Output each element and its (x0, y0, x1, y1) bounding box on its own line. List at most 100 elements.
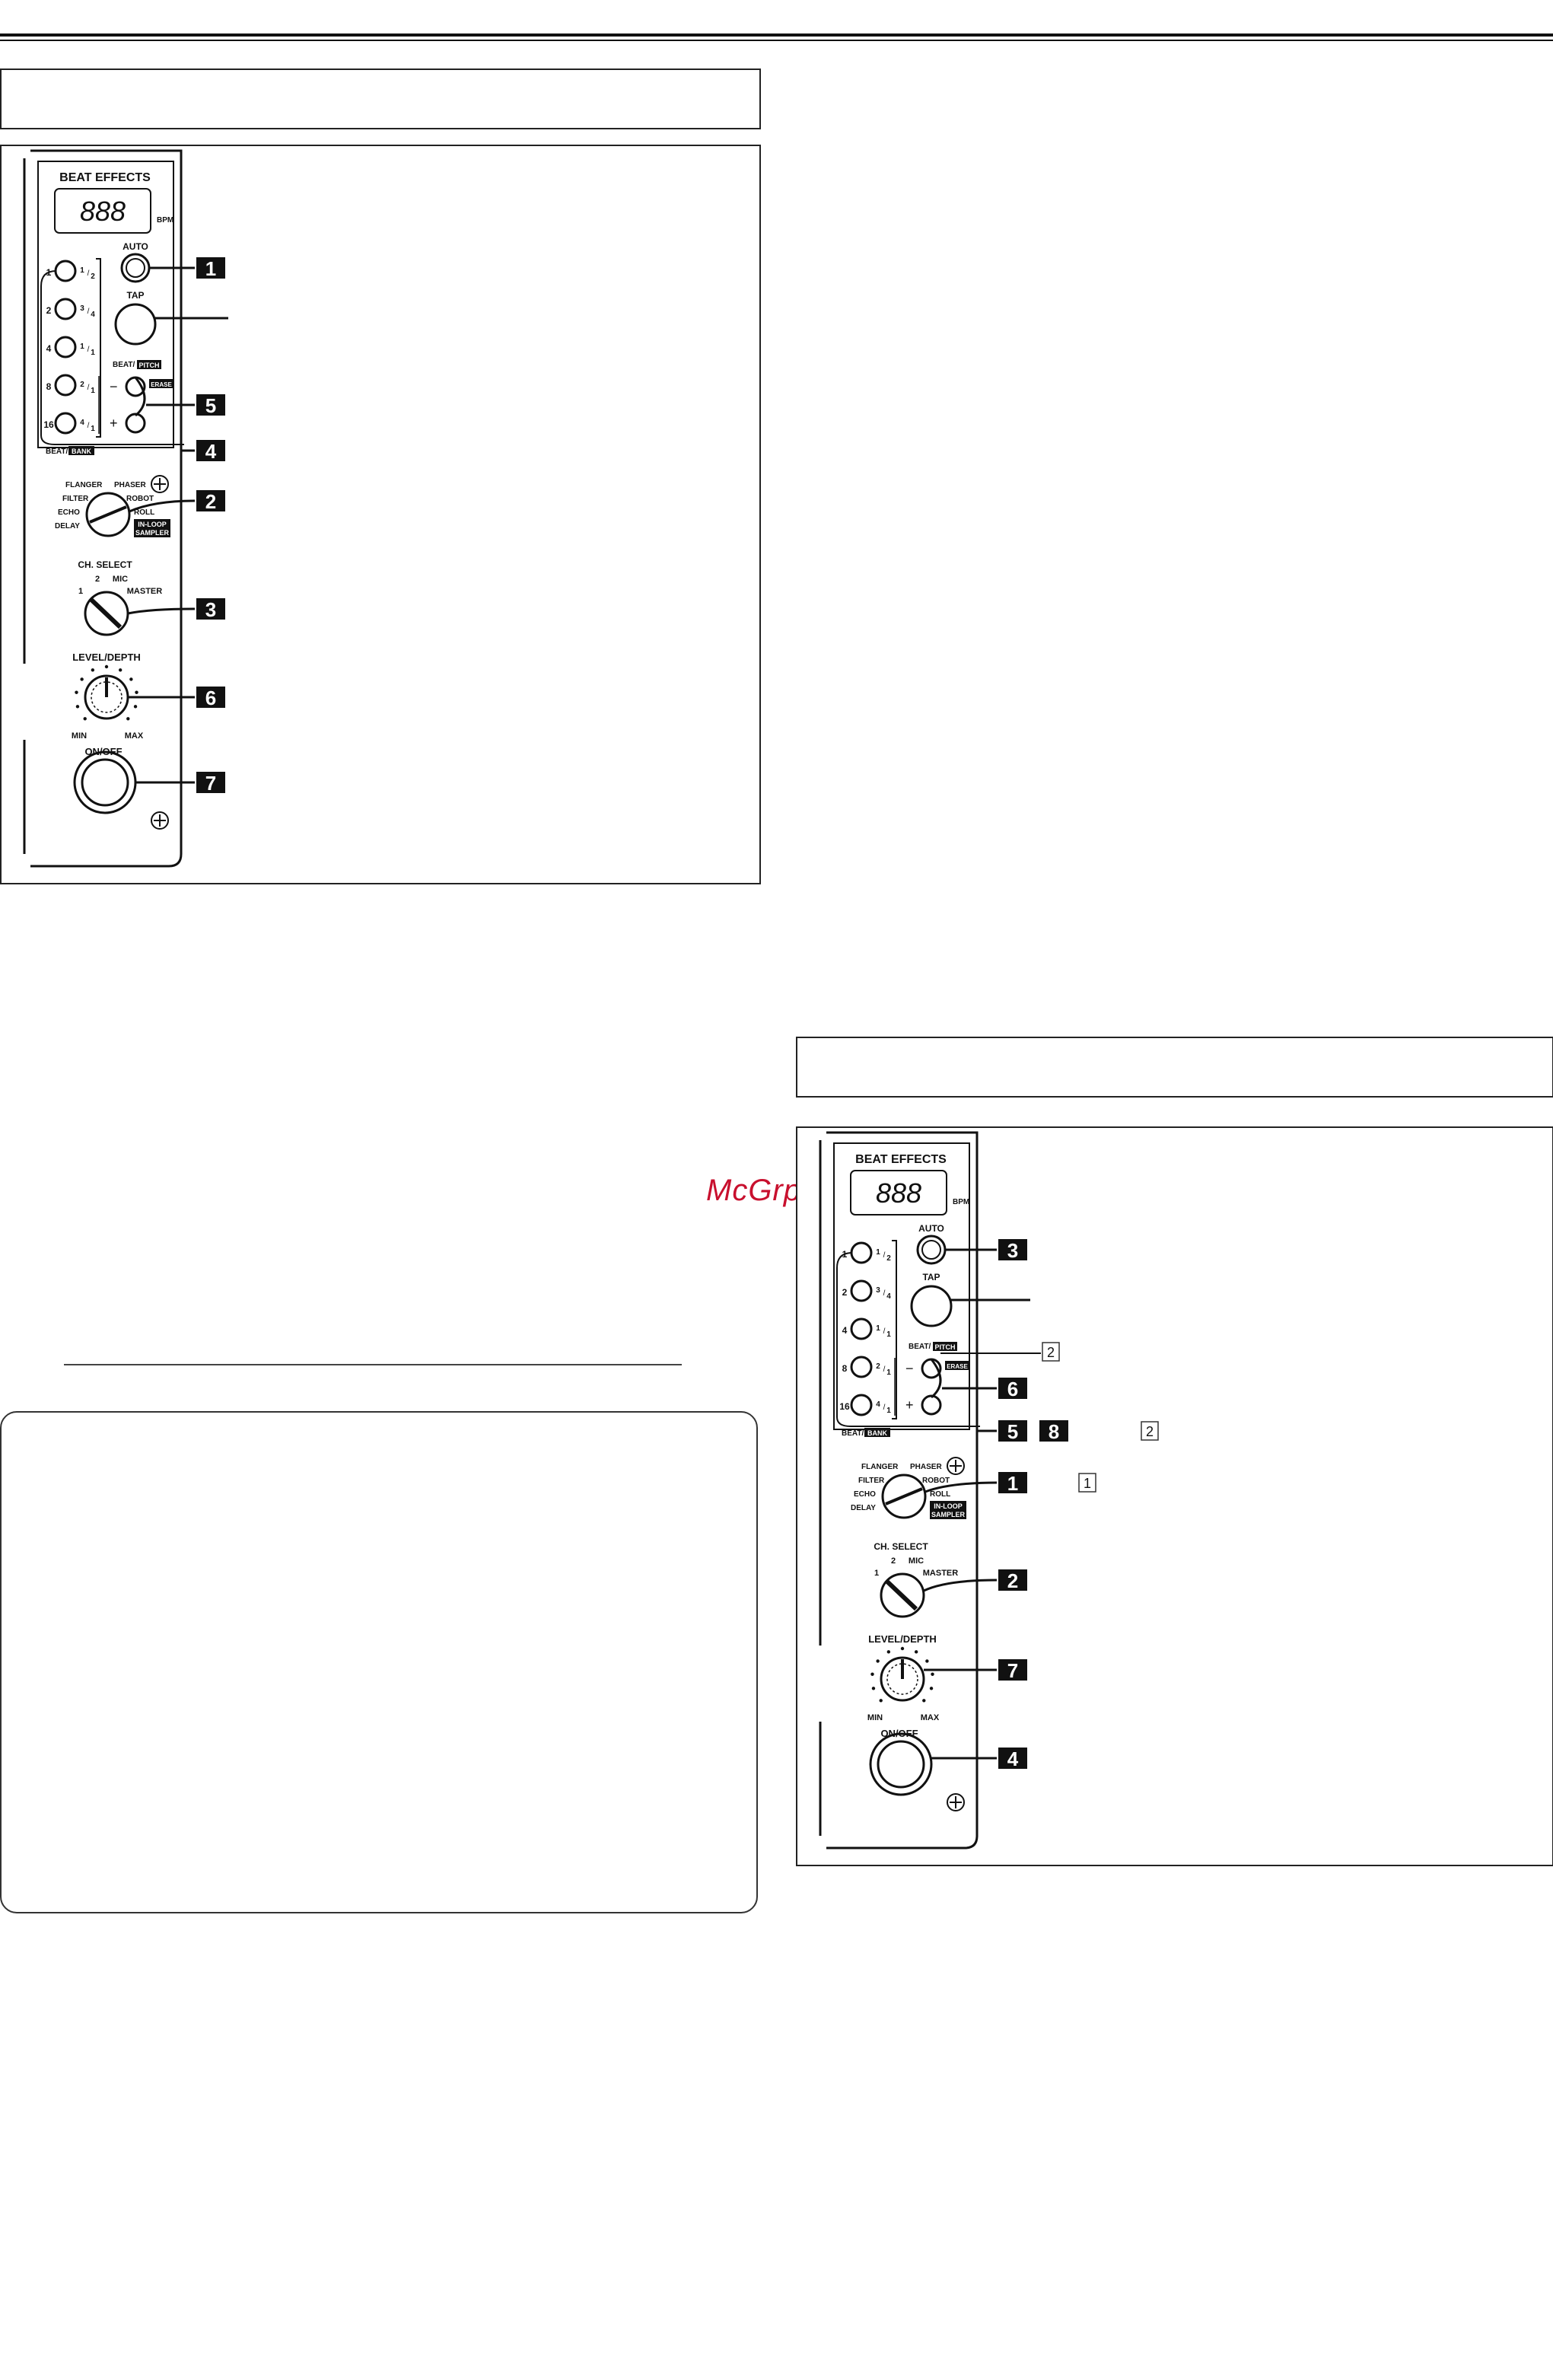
beat-effects-title: BEAT EFFECTS (855, 1153, 947, 1166)
beat-bank-label: BEAT/ (842, 1429, 864, 1438)
plus-button (921, 1394, 942, 1416)
bank-tag (864, 1428, 890, 1437)
beat-button-1 (850, 1241, 873, 1264)
separator-rule (64, 1364, 682, 1365)
panel-screw-upper-cross (154, 478, 166, 490)
callout-badge-4 (196, 440, 225, 461)
beat-number-8: 8 (46, 381, 52, 392)
minus-label: − (110, 379, 118, 394)
fraction-slash-3: / (88, 346, 90, 354)
beat-bank-link (40, 270, 184, 445)
panel-screw-lower (151, 811, 169, 830)
bank-tag-text: BANK (72, 448, 91, 455)
beat-button-4 (54, 374, 77, 397)
plus-button (125, 413, 146, 434)
effect-roll: ROLL (134, 508, 154, 517)
effect-echo: ECHO (58, 508, 80, 517)
panel-screw-upper-cross (950, 1460, 962, 1472)
callout-badge-7 (196, 772, 225, 793)
fraction-den-2: 4 (91, 311, 95, 319)
fraction-slash-1: / (883, 1251, 886, 1260)
fraction-den-4: 1 (91, 387, 95, 395)
effect-roll: ROLL (930, 1490, 950, 1499)
level-tick (925, 1659, 929, 1663)
beat-effects-frame (37, 161, 174, 448)
panel-screw-lower (947, 1793, 965, 1811)
ch-master-label: MASTER (923, 1569, 959, 1578)
fraction-num-1: 1 (80, 266, 84, 275)
callout-leader-2 (923, 1579, 998, 1592)
panel-outline (30, 149, 183, 868)
level-depth-knurl (886, 1663, 918, 1695)
fraction-slash-4: / (883, 1365, 886, 1374)
effect-flanger: FLANGER (65, 481, 103, 489)
fraction-num-4: 2 (876, 1362, 880, 1371)
max-label: MAX (125, 731, 144, 741)
callout-number-4: 4 (1007, 1748, 1019, 1770)
callout-leader-3 (127, 607, 196, 615)
beat-effects-frame (833, 1142, 970, 1430)
fraction-den-3: 1 (886, 1330, 891, 1339)
step-ref-box-2 (1042, 1342, 1060, 1362)
beat-button-5 (850, 1394, 873, 1416)
fraction-den-4: 1 (886, 1368, 891, 1377)
effect-robot: ROBOT (922, 1477, 950, 1485)
sampler-tag-text: SAMPLER (931, 1511, 966, 1518)
level-tick (876, 1659, 880, 1663)
tap-label: TAP (126, 290, 144, 301)
effect-filter: FILTER (62, 495, 89, 503)
auto-label: AUTO (918, 1223, 944, 1234)
panel-outline (826, 1131, 979, 1850)
bpm-display (850, 1170, 947, 1215)
fraction-slash-5: / (88, 422, 90, 430)
beat-number-2: 2 (842, 1287, 848, 1298)
effect-filter: FILTER (858, 1477, 885, 1485)
panel-screw-upper (151, 475, 169, 493)
callout-leader-1 (924, 1481, 998, 1493)
top-rule-thin (0, 40, 1553, 41)
level-tick (900, 1646, 905, 1651)
auto-label: AUTO (123, 241, 148, 252)
beat-button-5 (54, 412, 77, 435)
beat-number-16: 16 (43, 419, 54, 430)
callout-leader-5 (134, 377, 195, 417)
step-ref-box-2 (1141, 1421, 1159, 1441)
beat-bank-link (836, 1252, 980, 1427)
bpm-digits: 888 (80, 196, 126, 227)
level-depth-knob (880, 1656, 925, 1702)
callout-number-6: 6 (205, 687, 216, 709)
bank-tag (68, 446, 94, 455)
callout-badge-1 (998, 1472, 1027, 1493)
level-depth-label: LEVEL/DEPTH (72, 652, 141, 663)
ch-2-label: 2 (95, 575, 100, 584)
level-tick (118, 668, 123, 672)
section-header-box-left (0, 69, 761, 129)
ch-1-label: 1 (78, 587, 83, 596)
fraction-slash-2: / (883, 1289, 886, 1298)
tap-label: TAP (922, 1272, 940, 1282)
level-tick (75, 690, 78, 694)
panel-screw-lower-cross (154, 814, 166, 827)
ch-select-knob (880, 1572, 925, 1618)
beat-pitch-label: BEAT/ (909, 1343, 931, 1351)
auto-button-inner (126, 258, 145, 278)
level-tick (83, 717, 87, 721)
effect-phaser: PHASER (114, 481, 146, 489)
level-tick (870, 1672, 874, 1676)
ch-1-label: 1 (874, 1569, 879, 1578)
bank-tag-text: BANK (867, 1429, 887, 1437)
beat-button-1 (54, 260, 77, 282)
beat-bracket (96, 258, 101, 438)
beat-number-2: 2 (46, 305, 52, 316)
callout-number-3: 3 (1007, 1239, 1018, 1262)
ch-mic-label: MIC (909, 1556, 924, 1566)
callout-number-5: 5 (205, 394, 216, 417)
on-off-button (869, 1732, 933, 1796)
effect-delay: DELAY (55, 522, 80, 530)
callout-badge-3 (998, 1239, 1027, 1260)
panel-screw-lower-cross (950, 1796, 962, 1808)
effect-selector-knob (881, 1474, 927, 1519)
